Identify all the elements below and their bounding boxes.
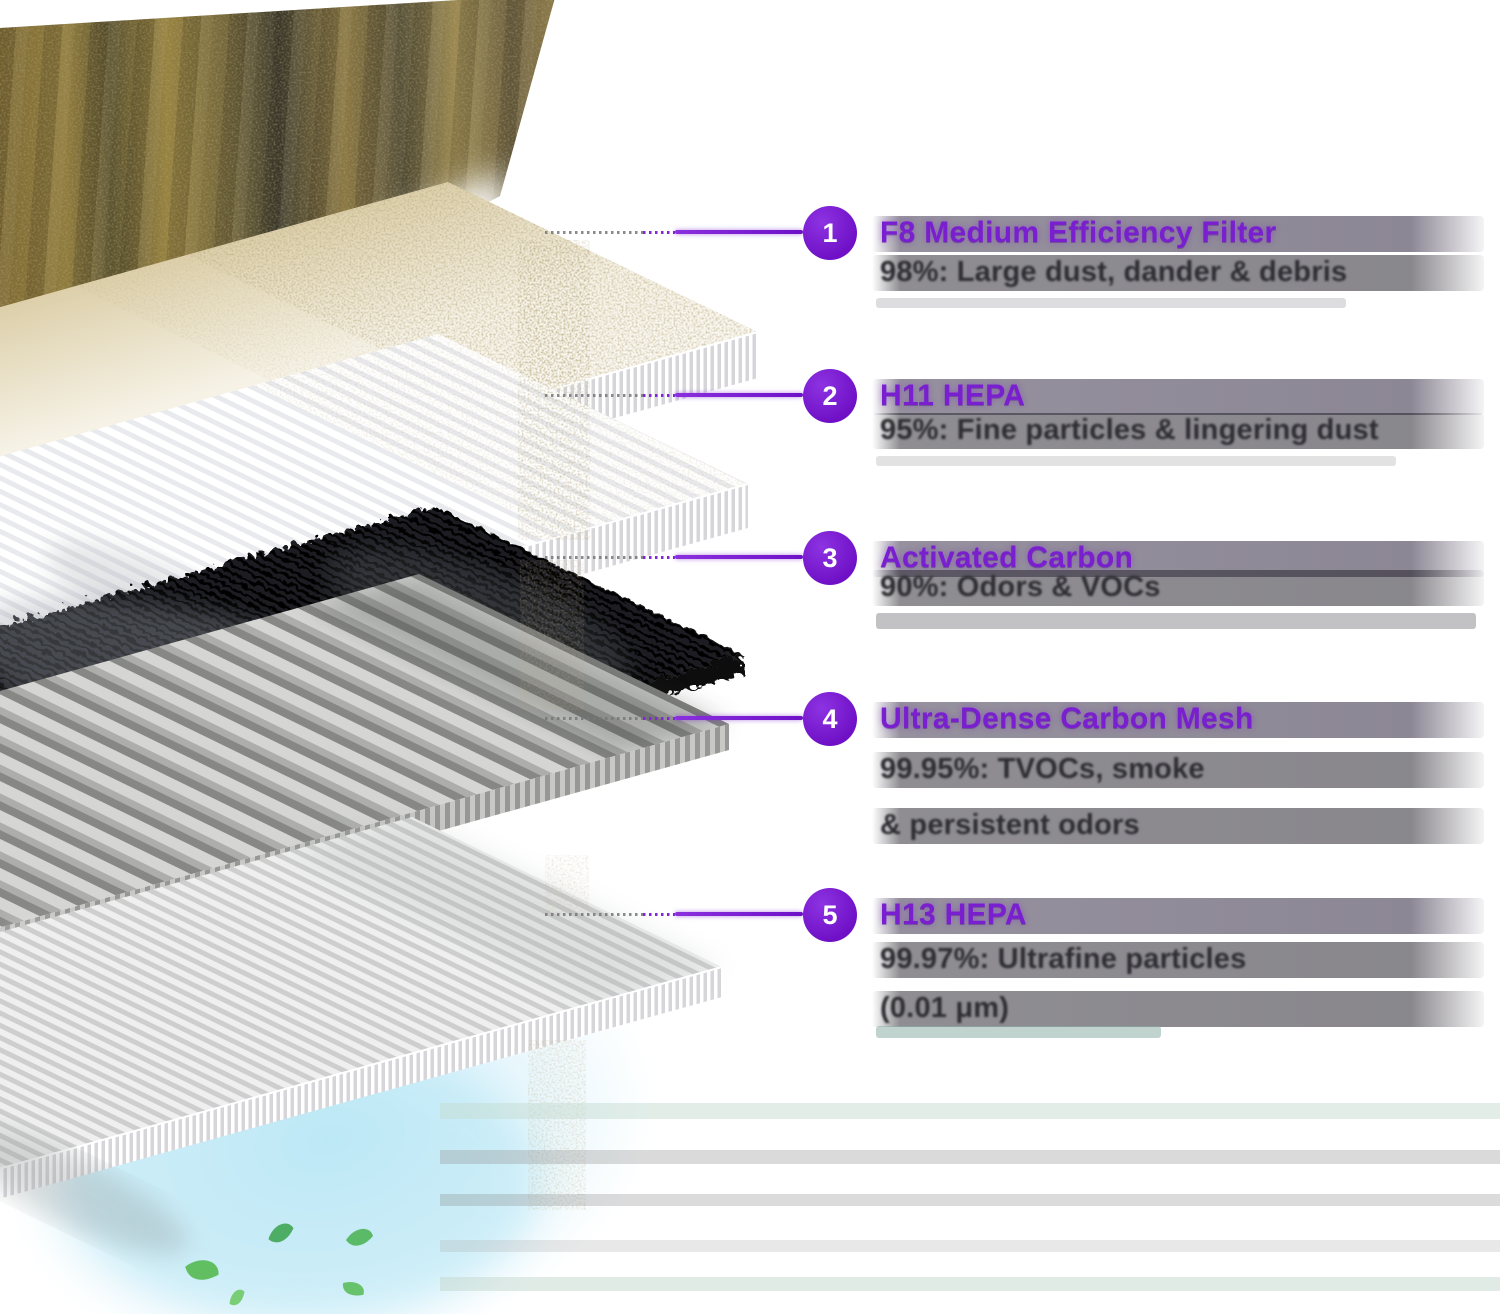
solid-line-purple <box>675 230 803 234</box>
step-4-description-line-2: & persistent odors <box>880 809 1140 841</box>
step-5-description-line-2: (0.01 μm) <box>880 992 1010 1024</box>
solid-line-purple <box>675 912 803 916</box>
step-3-description: 90%: Odors & VOCs <box>880 571 1161 603</box>
step-5-number-badge: 5 <box>803 888 857 942</box>
step-1-number-badge: 1 <box>803 206 857 260</box>
smear-band <box>440 1150 1500 1164</box>
smear-band <box>876 613 1476 629</box>
dotted-line-purple <box>643 556 675 559</box>
smear-band <box>440 1194 1500 1206</box>
step-1-title: F8 Medium Efficiency Filter <box>880 216 1277 249</box>
smear-band <box>872 255 1484 291</box>
smear-band <box>872 808 1484 844</box>
step-2-number: 2 <box>822 380 838 411</box>
h13-hepa-sheet <box>0 817 723 1255</box>
smear-band <box>876 1026 1161 1038</box>
solid-line-purple <box>675 716 803 720</box>
smear-band <box>872 413 1484 449</box>
filter-stack-illustration <box>0 0 759 1314</box>
step-1-number: 1 <box>822 217 838 248</box>
smear-band <box>872 702 1484 738</box>
step-5-title: H13 HEPA <box>880 898 1027 931</box>
step-4-number-badge: 4 <box>803 692 857 746</box>
step-5-number: 5 <box>822 899 838 930</box>
smear-band <box>876 456 1396 466</box>
smear-band <box>876 298 1346 308</box>
smear-band <box>440 1277 1500 1291</box>
solid-line-purple <box>675 555 803 559</box>
dotted-line-gray <box>545 231 643 234</box>
dotted-line-gray <box>545 913 643 916</box>
step-3-title: Activated Carbon <box>880 541 1134 574</box>
falling-dirt-speckles <box>518 240 590 1210</box>
step-5-description-line-1: 99.97%: Ultrafine particles <box>880 943 1247 975</box>
step-4-description-line-1: 99.95%: TVOCs, smoke <box>880 753 1205 785</box>
smear-band <box>872 752 1484 788</box>
smear-band <box>440 1240 1500 1252</box>
solid-line-purple <box>675 393 803 397</box>
smear-band <box>872 991 1484 1027</box>
dotted-line-gray <box>545 717 643 720</box>
smear-band <box>872 942 1484 978</box>
step-4-title: Ultra-Dense Carbon Mesh <box>880 702 1254 735</box>
dotted-line-purple <box>643 913 675 916</box>
step-1-description: 98%: Large dust, dander & debris <box>880 256 1348 288</box>
dotted-line-gray <box>545 556 643 559</box>
dotted-line-purple <box>643 231 675 234</box>
dotted-line-purple <box>643 394 675 397</box>
step-2-title: H11 HEPA <box>880 379 1026 412</box>
step-2-description: 95%: Fine particles & lingering dust <box>880 414 1379 446</box>
step-2-number-badge: 2 <box>803 369 857 423</box>
leaf-icons <box>185 1223 373 1306</box>
smear-band <box>872 379 1484 415</box>
smear-band <box>872 898 1484 934</box>
dotted-line-purple <box>643 717 675 720</box>
step-3-number: 3 <box>822 542 838 573</box>
step-3-number-badge: 3 <box>803 531 857 585</box>
step-4-number: 4 <box>822 703 838 734</box>
dotted-line-gray <box>545 394 643 397</box>
smear-band <box>872 216 1484 252</box>
smear-band <box>872 570 1484 606</box>
smear-band <box>440 1103 1500 1119</box>
